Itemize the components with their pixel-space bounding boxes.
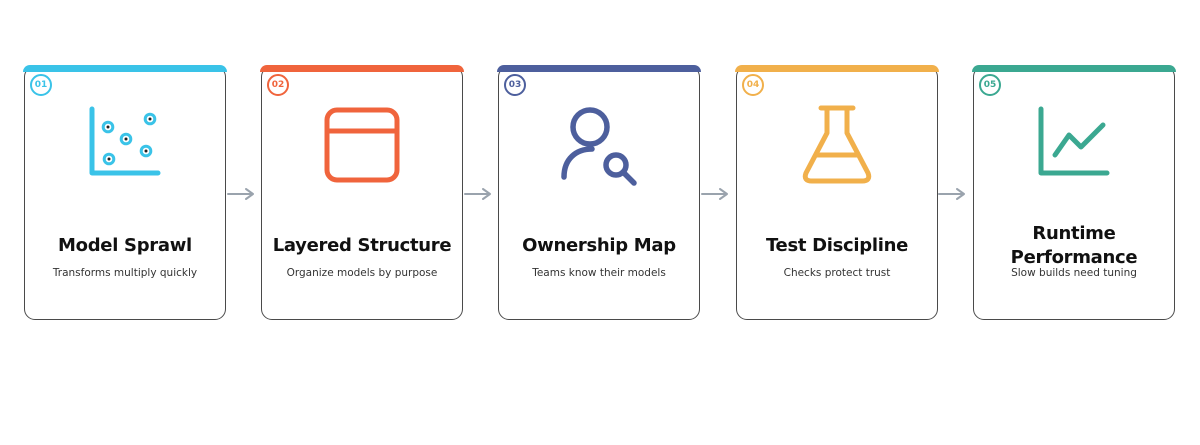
step-card-2: 02 Layered Structure Organize models by … [260, 65, 464, 320]
user-search-icon [561, 107, 637, 186]
step-card-4: 04 Test Discipline Checks protect trust [735, 65, 939, 320]
arrow-right-icon [464, 188, 491, 200]
step-title: Test Discipline [765, 235, 909, 256]
step-accent-bar [735, 65, 939, 72]
step-title: Ownership Map [522, 235, 676, 256]
arrow-right-icon [227, 188, 254, 200]
arrow-right-icon [938, 188, 965, 200]
step-number-badge: 04 [742, 74, 764, 96]
step-number-badge: 05 [979, 74, 1001, 96]
step-description: Transforms multiply quickly [52, 267, 198, 279]
step-card-3: 03 Ownership Map Teams know their models [497, 65, 701, 320]
step-card-5: 05 Runtime Performance Slow builds need … [972, 65, 1176, 320]
browser-window-icon [324, 107, 400, 183]
step-title: Runtime Performance [1010, 223, 1138, 268]
step-card-1: 01 Model Sprawl Transforms multiply quic… [23, 65, 227, 320]
step-description: Teams know their models [532, 267, 666, 279]
step-number-badge: 03 [504, 74, 526, 96]
step-title: Model Sprawl [58, 235, 192, 256]
step-number-badge: 02 [267, 74, 289, 96]
step-accent-bar [497, 65, 701, 72]
step-description: Checks protect trust [783, 267, 891, 279]
flask-icon [802, 105, 872, 184]
step-accent-bar [972, 65, 1176, 72]
step-title: Layered Structure [272, 235, 452, 256]
arrow-right-icon [701, 188, 728, 200]
step-accent-bar [260, 65, 464, 72]
step-description: Slow builds need tuning [1011, 267, 1137, 279]
line-chart-icon [1038, 106, 1110, 176]
step-description: Organize models by purpose [286, 267, 438, 279]
step-number-badge: 01 [30, 74, 52, 96]
scatter-plot-icon [89, 106, 161, 176]
step-accent-bar [23, 65, 227, 72]
